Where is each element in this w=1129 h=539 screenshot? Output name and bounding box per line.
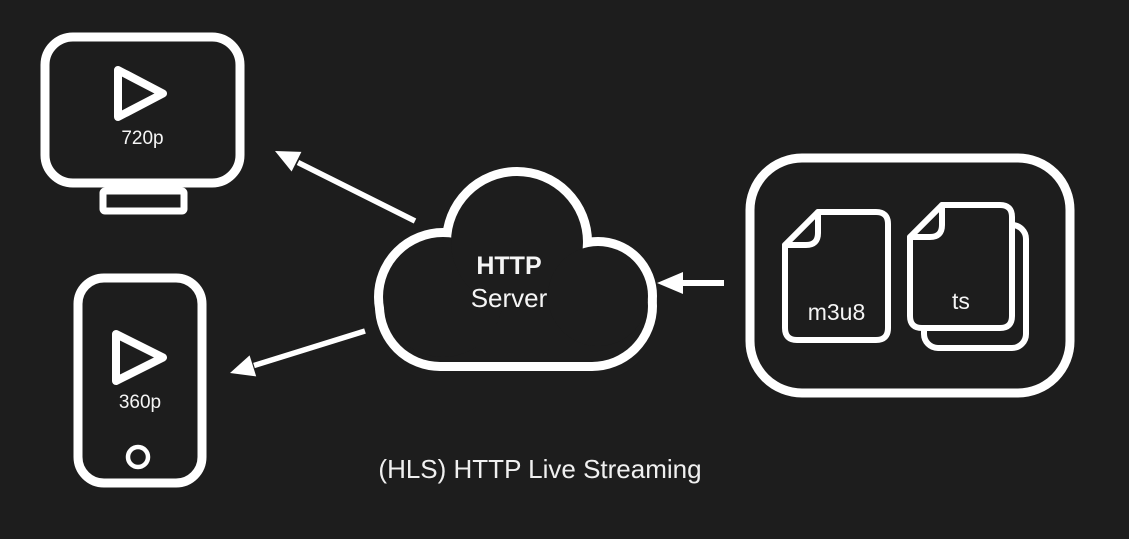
cloud-title: HTTP — [476, 252, 542, 280]
m3u8-file-label: m3u8 — [807, 299, 866, 325]
phone-icon — [73, 273, 207, 488]
arrow-cloud-to-tv-icon — [275, 151, 417, 224]
file-icons — [782, 202, 1029, 351]
play-icon — [114, 66, 167, 121]
cloud-text: HTTP Server — [378, 250, 640, 314]
fold-corner — [907, 202, 945, 240]
cloud-icon — [374, 167, 657, 371]
tv-resolution-label: 720p — [121, 128, 164, 149]
document-stack-icon — [907, 202, 1015, 331]
tv-stand — [99, 187, 188, 215]
arrow-files-to-cloud-icon — [657, 272, 724, 294]
document-icon — [782, 209, 891, 343]
tv-screen — [40, 32, 245, 188]
phone-resolution-label: 360p — [118, 392, 162, 413]
cloud-subtitle: Server — [470, 283, 548, 313]
tv-icon — [40, 32, 245, 215]
ts-file-label: ts — [952, 288, 970, 314]
fold-corner — [782, 209, 821, 248]
caption: (HLS) HTTP Live Streaming — [378, 454, 702, 484]
arrow-cloud-to-phone-icon — [230, 328, 366, 377]
home-button-icon — [125, 444, 151, 470]
files-container-icon — [745, 153, 1075, 398]
play-icon — [112, 330, 167, 385]
phone-body — [73, 273, 207, 488]
